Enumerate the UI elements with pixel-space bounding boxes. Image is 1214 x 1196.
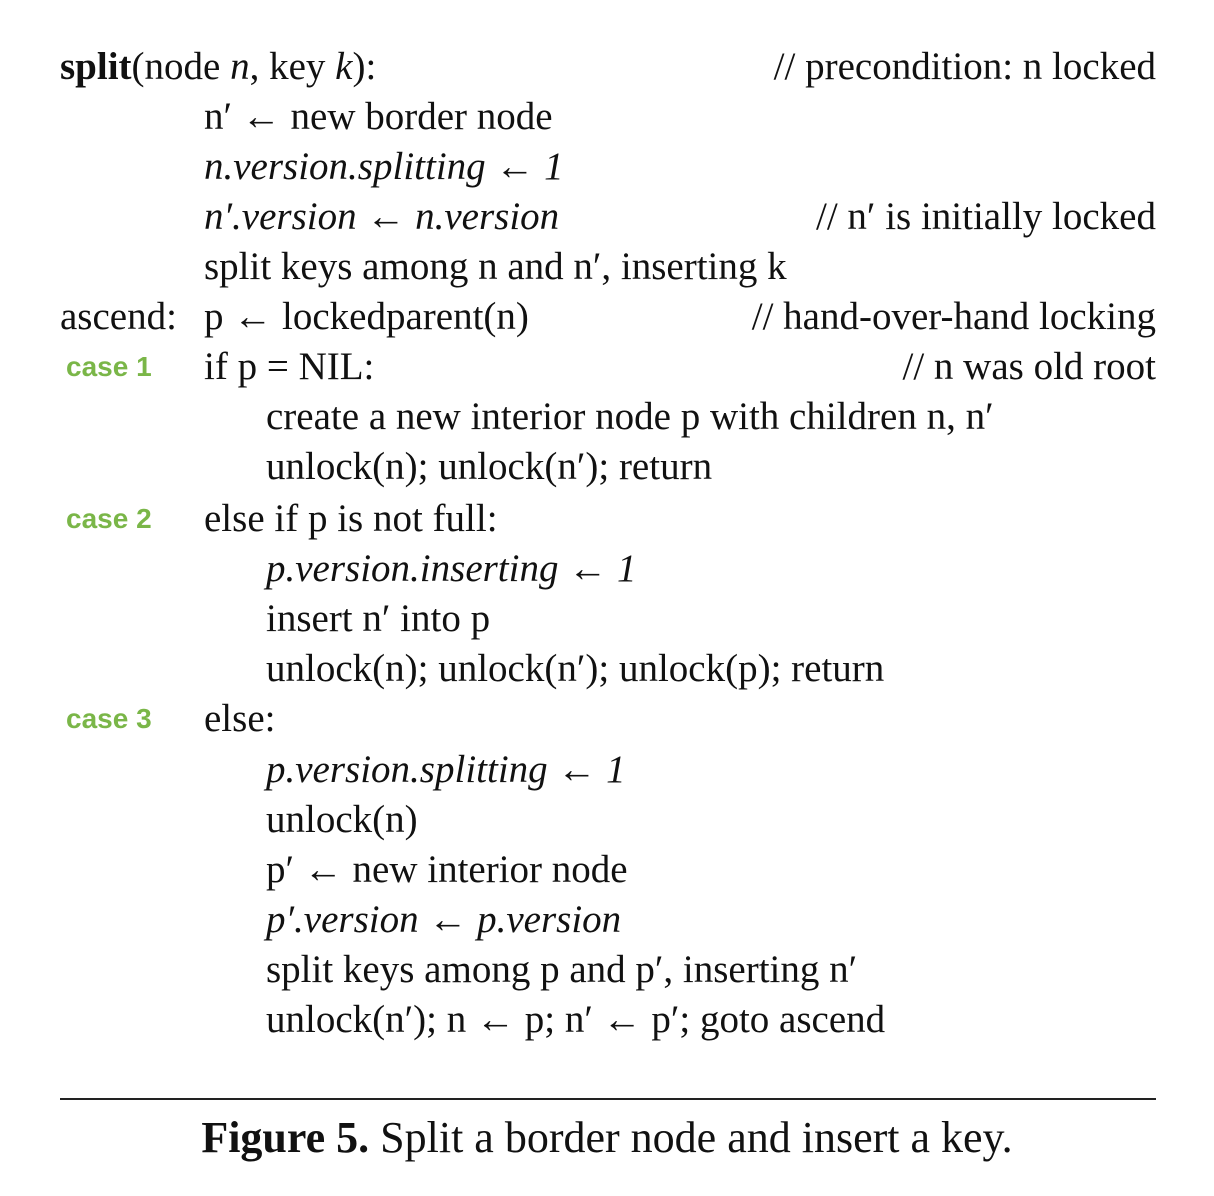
algorithm-signature-line: split(node n, key k): // precondition: n…: [0, 42, 1214, 92]
code-text: insert n′ into p: [266, 597, 491, 640]
caption-divider: [60, 1098, 1156, 1100]
code-text: else if p is not full:: [204, 497, 498, 540]
code-line-15: unlock(n): [0, 795, 1214, 845]
code-line-2: n.version.splitting ← 1: [0, 142, 1214, 192]
code-line-19: unlock(n′); n ← p; n′ ← p′; goto ascend: [0, 995, 1214, 1045]
signature-sep: , key: [249, 45, 336, 88]
signature-close: ):: [352, 45, 377, 88]
figure-caption-text: Split a border node and insert a key.: [380, 1113, 1013, 1162]
code-text: p′.version ← p.version: [266, 898, 622, 941]
code-text: p ← lockedparent(n): [204, 295, 529, 338]
code-line-11: insert n′ into p: [0, 594, 1214, 644]
code-comment: // n′ is initially locked: [816, 195, 1156, 238]
code-text: n.version.splitting ← 1: [204, 145, 564, 188]
param-n: n: [230, 45, 250, 88]
figure-number: Figure 5.: [201, 1113, 370, 1162]
code-text: n′ ← new border node: [204, 95, 553, 138]
code-text: unlock(n); unlock(n′); unlock(p); return: [266, 647, 885, 690]
function-signature: split(node n, key k):: [60, 42, 376, 92]
ascend-label: ascend:: [60, 295, 177, 338]
code-text: p.version.inserting ← 1: [266, 547, 637, 590]
code-text: create a new interior node p with childr…: [266, 395, 994, 438]
signature-open: (node: [131, 45, 231, 88]
code-line-4: split keys among n and n′, inserting k: [0, 242, 1214, 292]
code-line-17: p′.version ← p.version: [0, 895, 1214, 945]
code-text: split keys among n and n′, inserting k: [204, 245, 787, 288]
code-line-13: case 3 else:: [0, 694, 1214, 744]
param-k: k: [335, 45, 353, 88]
code-line-8: unlock(n); unlock(n′); return: [0, 442, 1214, 492]
code-comment: // n was old root: [902, 345, 1156, 388]
code-line-12: unlock(n); unlock(n′); unlock(p); return: [0, 644, 1214, 694]
code-text: unlock(n′); n ← p; n′ ← p′; goto ascend: [266, 998, 886, 1041]
code-text: else:: [204, 697, 276, 740]
code-line-18: split keys among p and p′, inserting n′: [0, 945, 1214, 995]
code-line-14: p.version.splitting ← 1: [0, 745, 1214, 795]
code-text: p′ ← new interior node: [266, 848, 628, 891]
code-line-16: p′ ← new interior node: [0, 845, 1214, 895]
code-text: unlock(n); unlock(n′); return: [266, 445, 713, 488]
code-line-5: ascend: p ← lockedparent(n) // hand-over…: [0, 292, 1214, 342]
code-text: split keys among p and p′, inserting n′: [266, 948, 858, 991]
figure-caption: Figure 5. Split a border node and insert…: [0, 1108, 1214, 1168]
precondition-comment: // precondition: n locked: [773, 45, 1156, 88]
code-line-9: case 2 else if p is not full:: [0, 494, 1214, 544]
code-line-1: n′ ← new border node: [0, 92, 1214, 142]
code-text: p.version.splitting ← 1: [266, 748, 626, 791]
case-3-label: case 3: [66, 703, 152, 734]
code-line-3: n′.version ← n.version // n′ is initiall…: [0, 192, 1214, 242]
case-2-label: case 2: [66, 503, 152, 534]
function-name: split: [60, 45, 132, 88]
code-line-7: create a new interior node p with childr…: [0, 392, 1214, 442]
code-line-6: case 1 if p = NIL: // n was old root: [0, 342, 1214, 392]
case-1-label: case 1: [66, 351, 152, 382]
code-text: if p = NIL:: [204, 345, 375, 388]
code-comment: // hand-over-hand locking: [751, 295, 1156, 338]
algorithm-block: split(node n, key k): // precondition: n…: [0, 42, 1214, 1045]
code-line-10: p.version.inserting ← 1: [0, 544, 1214, 594]
code-text: n′.version ← n.version: [204, 195, 560, 238]
code-text: unlock(n): [266, 798, 418, 841]
